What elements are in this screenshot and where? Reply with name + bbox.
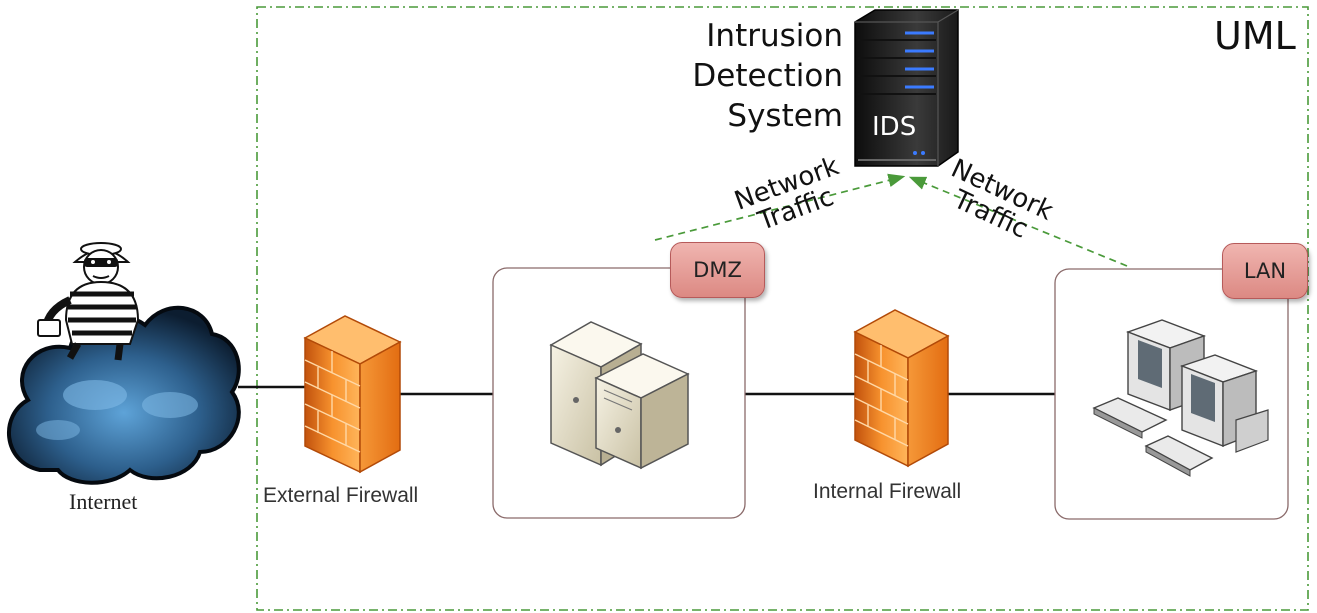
- connection-lines: [238, 385, 1055, 396]
- workstation-icon: [1092, 319, 1269, 477]
- server-icon: [549, 321, 690, 470]
- ids-title-line: Intrusion: [706, 18, 843, 54]
- ids-title-line: System: [727, 98, 843, 134]
- internal-firewall-icon: [853, 309, 950, 468]
- attacker-icon: [37, 242, 140, 361]
- ids-badge: IDS: [872, 112, 917, 142]
- internal-firewall-label: Internal Firewall: [813, 480, 962, 503]
- ids-title: Intrusion Detection System: [692, 16, 843, 136]
- dmz-tag: DMZ: [670, 242, 765, 298]
- uml-label: UML: [1214, 14, 1296, 58]
- traffic-arrow-right: [908, 176, 1128, 267]
- external-firewall-label: External Firewall: [263, 484, 419, 507]
- traffic-arrow-left: [654, 173, 906, 241]
- ids-server-icon: [854, 9, 959, 167]
- ids-title-line: Detection: [692, 58, 843, 94]
- internet-label: Internet: [69, 489, 138, 514]
- uml-boundary: [256, 6, 1309, 611]
- lan-tag: LAN: [1222, 243, 1308, 299]
- cloud-icon: [6, 305, 241, 485]
- external-firewall-icon: [303, 315, 402, 474]
